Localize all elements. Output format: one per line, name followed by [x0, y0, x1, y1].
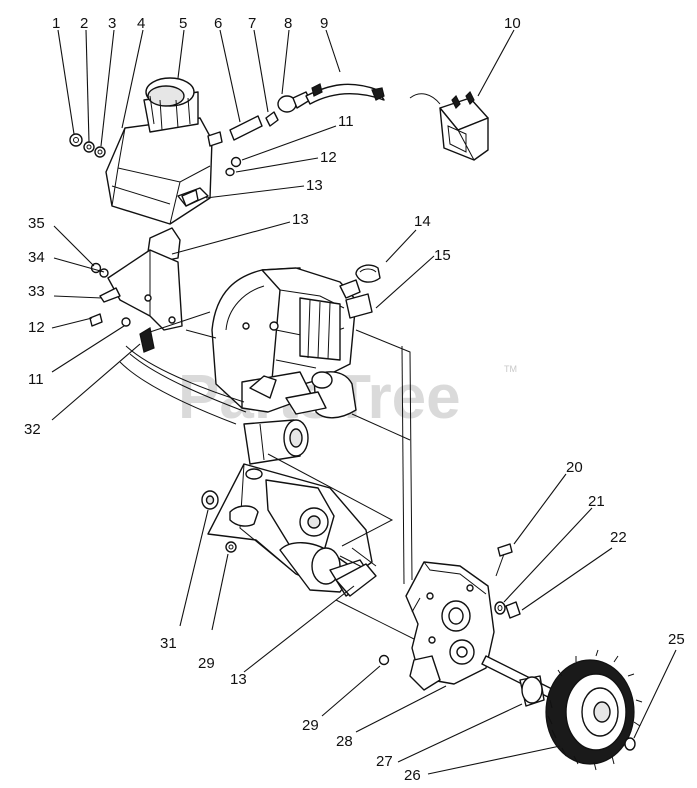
label-8: 8: [284, 15, 292, 32]
clip-13: [181, 189, 199, 207]
fitting-11: [230, 156, 242, 168]
label-3: 3: [108, 15, 116, 32]
label-11b: 11: [28, 371, 44, 388]
label-13a: 13: [306, 177, 323, 194]
bracket-13c: [335, 547, 377, 597]
motor-housing: [211, 267, 373, 409]
nut-29a: [225, 541, 237, 553]
label-6: 6: [214, 15, 222, 32]
leader-lines: [51, 29, 677, 775]
label-13b: 13: [292, 211, 309, 228]
bolt-33: [99, 287, 121, 303]
fuel-fitting: [207, 131, 223, 147]
seal-14: [355, 264, 381, 283]
label-35: 35: [28, 215, 45, 232]
label-27: 27: [376, 753, 393, 770]
nut-11b: [121, 317, 131, 327]
label-20: 20: [566, 459, 583, 476]
label-22: 22: [610, 529, 627, 546]
washer-21: [494, 601, 506, 615]
bolt-20: [495, 543, 513, 577]
label-12a: 12: [320, 149, 337, 166]
label-26: 26: [404, 767, 421, 784]
bushing-27: [519, 675, 545, 707]
auger-tube: [243, 419, 309, 465]
nut-22: [505, 601, 521, 619]
washer-2: [83, 141, 95, 153]
side-plate: [405, 561, 495, 691]
label-1: 1: [52, 15, 60, 32]
fuel-hose-6: [229, 115, 263, 141]
label-14: 14: [414, 213, 431, 230]
wiring-harness: [119, 311, 247, 425]
nut-29b: [378, 654, 390, 666]
nut-1: [69, 133, 83, 147]
washer-12b: [89, 313, 103, 327]
label-29a: 29: [198, 655, 215, 672]
washer-12: [225, 167, 235, 177]
engine-lower: [241, 371, 357, 419]
washer-3: [94, 146, 106, 158]
fuel-tank: [105, 117, 213, 225]
fuel-cap: [143, 77, 199, 133]
label-31: 31: [160, 635, 177, 652]
watermark-tm: TM: [504, 364, 517, 374]
label-25: 25: [668, 631, 685, 648]
label-5: 5: [179, 15, 187, 32]
washer-34: [99, 268, 109, 278]
spacer-31: [201, 490, 219, 510]
label-21: 21: [588, 493, 605, 510]
label-15: 15: [434, 247, 451, 264]
label-11a: 11: [338, 113, 354, 130]
label-10: 10: [504, 15, 521, 32]
label-7: 7: [248, 15, 256, 32]
label-9: 9: [320, 15, 328, 32]
fuel-filter-8: [277, 91, 311, 113]
label-4: 4: [137, 15, 145, 32]
label-34: 34: [28, 249, 45, 266]
label-2: 2: [80, 15, 88, 32]
label-33: 33: [28, 283, 45, 300]
label-32: 32: [24, 421, 41, 438]
callout-labels: 1 2 3 4 5 6 7 8 9 10 11 12 13 13 14 15 3…: [24, 15, 685, 784]
tank-bracket: [107, 227, 183, 353]
primer-switch-10: [409, 90, 489, 161]
label-13c: 13: [230, 671, 247, 688]
label-29b: 29: [302, 717, 319, 734]
clamp-7: [265, 111, 279, 127]
wheel-26: [545, 649, 643, 771]
hubcap-25: [624, 737, 636, 751]
label-12b: 12: [28, 319, 45, 336]
fuel-line-9: [305, 83, 385, 105]
label-28: 28: [336, 733, 353, 750]
